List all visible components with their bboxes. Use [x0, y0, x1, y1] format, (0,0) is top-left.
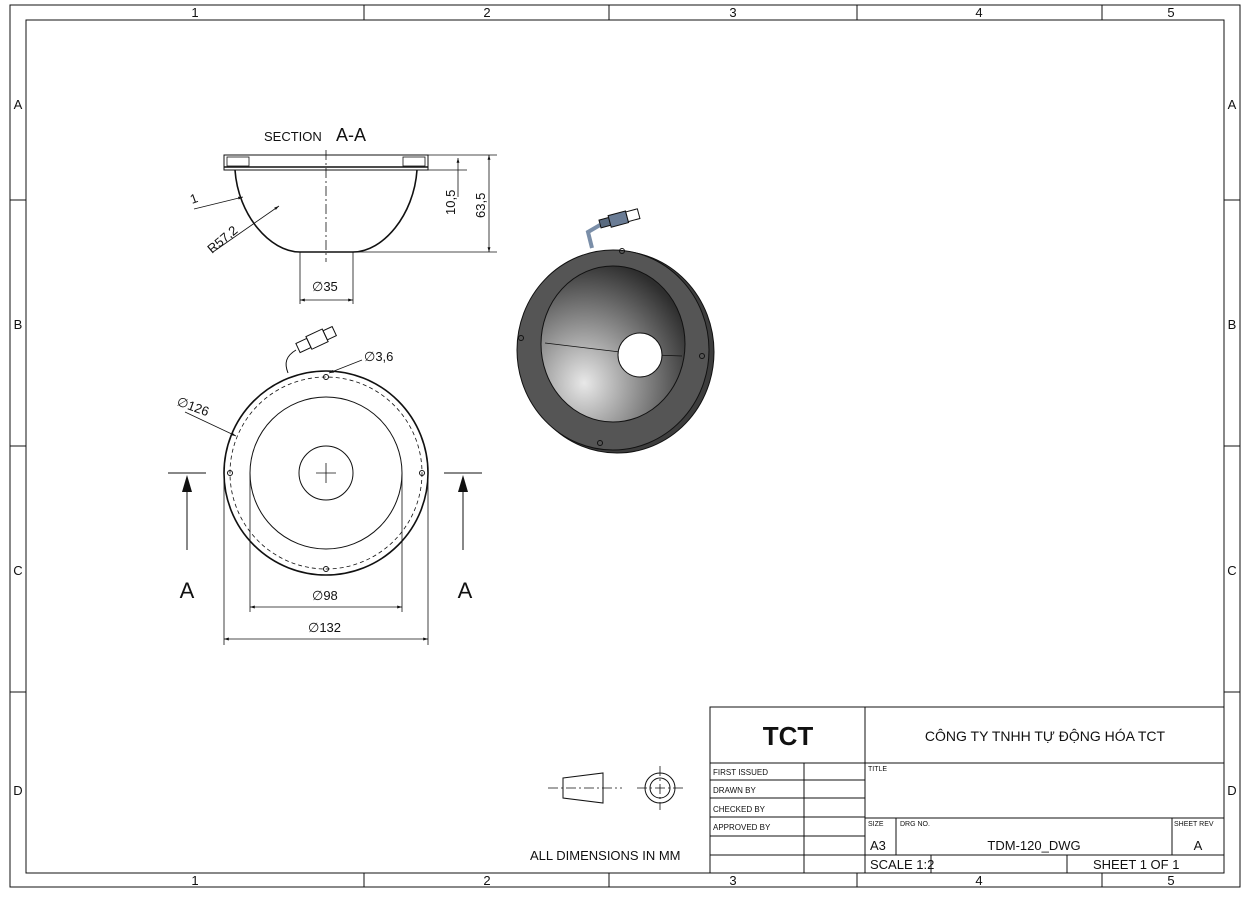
zone-row-b: B: [14, 317, 23, 332]
zone-row-d-right: D: [1227, 783, 1236, 798]
approved-by-label: APPROVED BY: [713, 823, 771, 832]
title-block: TCT CÔNG TY TNHH TỰ ĐỘNG HÓA TCT FIRST I…: [709, 706, 1225, 874]
dim-inner-dia: ∅98: [312, 588, 338, 603]
dim-bolt-circle: ∅126: [175, 394, 211, 419]
front-view: ∅3,6 ∅126 ∅98 ∅132 A A: [168, 325, 482, 645]
company-name: CÔNG TY TNHH TỰ ĐỘNG HÓA TCT: [925, 728, 1166, 744]
section-title-name: A-A: [336, 125, 366, 145]
zone-labels: 1 2 3 4 5 1 2 3 4 5 A B C D A B C D: [13, 5, 1236, 888]
zone-col-2: 2: [483, 5, 490, 20]
drg-no-value: TDM-120_DWG: [987, 838, 1080, 853]
projection-symbol: [548, 766, 683, 810]
zone-col-4: 4: [975, 5, 982, 20]
size-value: A3: [870, 838, 886, 853]
sheet-count: SHEET 1 OF 1: [1093, 857, 1179, 872]
rev-value: A: [1194, 838, 1203, 853]
rev-label: SHEET REV: [1174, 821, 1214, 828]
drawing-frame: [9, 4, 1241, 888]
dim-total-height: 63,5: [473, 193, 488, 218]
checked-by-label: CHECKED BY: [713, 805, 766, 814]
zone-row-c-right: C: [1227, 563, 1236, 578]
dim-hole-dia: ∅3,6: [364, 349, 393, 364]
zone-row-c: C: [13, 563, 22, 578]
zone-col-5-bottom: 5: [1167, 873, 1174, 888]
dim-outer-dia: ∅132: [308, 620, 341, 635]
zone-row-d: D: [13, 783, 22, 798]
dim-flange-height: 10,5: [443, 190, 458, 215]
size-label: SIZE: [868, 821, 884, 828]
first-issued-label: FIRST ISSUED: [713, 768, 768, 777]
zone-col-1-bottom: 1: [191, 873, 198, 888]
title-label: TITLE: [868, 766, 887, 773]
zone-col-4-bottom: 4: [975, 873, 982, 888]
company-logo: TCT: [763, 721, 814, 751]
units-note: ALL DIMENSIONS IN MM: [530, 848, 680, 863]
zone-col-3-bottom: 3: [729, 873, 736, 888]
section-marker-left: A: [180, 578, 195, 603]
isometric-view: [516, 208, 715, 454]
drg-no-label: DRG NO.: [900, 821, 930, 828]
zone-col-2-bottom: 2: [483, 873, 490, 888]
dim-thickness: 1: [188, 190, 200, 207]
dim-radius: R57,2: [204, 223, 240, 257]
zone-row-b-right: B: [1228, 317, 1237, 332]
zone-row-a: A: [14, 97, 23, 112]
section-marker-right: A: [458, 578, 473, 603]
drawn-by-label: DRAWN BY: [713, 786, 756, 795]
section-title-prefix: SECTION: [264, 129, 322, 144]
zone-col-5: 5: [1167, 5, 1174, 20]
dim-bottom-dia: ∅35: [312, 279, 338, 294]
zone-row-a-right: A: [1228, 97, 1237, 112]
zone-col-3: 3: [729, 5, 736, 20]
zone-col-1: 1: [191, 5, 198, 20]
scale-value: SCALE 1:2: [870, 857, 934, 872]
section-view: SECTION A-A 10,5 63,5 ∅35 1 R57,2: [188, 125, 497, 304]
